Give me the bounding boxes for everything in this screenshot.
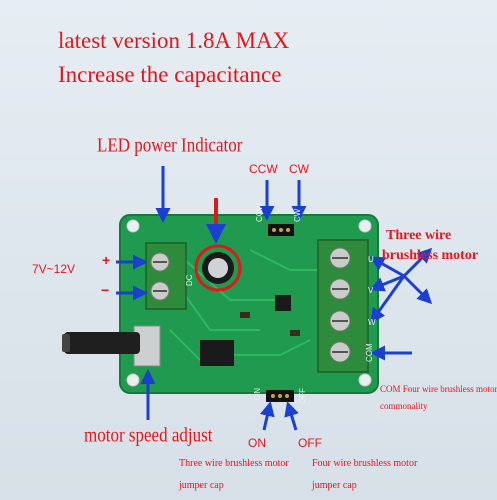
mount-hole bbox=[358, 373, 372, 387]
capacitor bbox=[194, 244, 242, 292]
label-jumper-three-2: jumper cap bbox=[179, 480, 224, 491]
ic-chip-small bbox=[275, 295, 291, 311]
arrow-three-wire-top bbox=[402, 247, 433, 278]
label-three-wire-1: Three wire bbox=[386, 228, 452, 243]
arrow-off bbox=[284, 401, 299, 431]
silk-cw: CW bbox=[293, 208, 302, 222]
silk-com: COM bbox=[365, 343, 374, 362]
mount-hole bbox=[126, 219, 140, 233]
label-jumper-three-1: Three wire brushless motor bbox=[179, 458, 289, 469]
power-terminal-block bbox=[145, 242, 187, 310]
silk-ccw: CCW bbox=[255, 202, 264, 222]
arrow-three-wire-u bbox=[369, 256, 405, 278]
arrow-three-wire-v bbox=[369, 274, 405, 292]
label-on: ON bbox=[248, 436, 266, 450]
label-com-1: COM Four wire brushless motor bbox=[380, 384, 497, 394]
label-jumper-four-2: jumper cap bbox=[312, 480, 357, 491]
arrow-on bbox=[259, 401, 275, 431]
smd-component bbox=[290, 330, 300, 336]
headline-line1: latest version 1.8A MAX bbox=[58, 28, 290, 53]
pcb-traces bbox=[169, 249, 320, 361]
label-three-wire-2: brushless motor bbox=[382, 248, 479, 263]
label-ccw: CCW bbox=[249, 162, 278, 176]
label-speed-adjust: motor speed adjust bbox=[84, 424, 213, 446]
silk-off: OFF bbox=[298, 388, 307, 404]
silk-pin-v: V bbox=[368, 286, 374, 295]
arrow-three-wire-w bbox=[370, 275, 406, 324]
arrow-three-wire-right bbox=[402, 274, 433, 305]
mount-hole bbox=[358, 219, 372, 233]
potentiometer bbox=[62, 325, 161, 367]
label-cw: CW bbox=[289, 162, 309, 176]
label-plus: + bbox=[102, 252, 111, 268]
label-off: OFF bbox=[298, 436, 322, 450]
silk-pin-w: W bbox=[368, 318, 376, 327]
label-led-indicator: LED power Indicator bbox=[97, 134, 243, 156]
label-com-2: commonality bbox=[380, 401, 428, 411]
smd-component bbox=[240, 312, 250, 318]
label-minus: − bbox=[101, 282, 110, 298]
motor-terminal-block bbox=[317, 239, 369, 373]
ic-chip bbox=[200, 340, 234, 366]
headline-line2: Increase the capacitance bbox=[58, 62, 282, 87]
label-jumper-four-1: Four wire brushless motor bbox=[312, 458, 418, 469]
silk-pin-u: U bbox=[368, 255, 374, 264]
direction-header bbox=[268, 224, 294, 236]
label-voltage: 7V~12V bbox=[32, 262, 76, 276]
silk-on: ON bbox=[253, 388, 262, 400]
jumper-header bbox=[266, 390, 294, 402]
silk-dc: DC bbox=[185, 274, 194, 286]
mount-hole bbox=[126, 373, 140, 387]
